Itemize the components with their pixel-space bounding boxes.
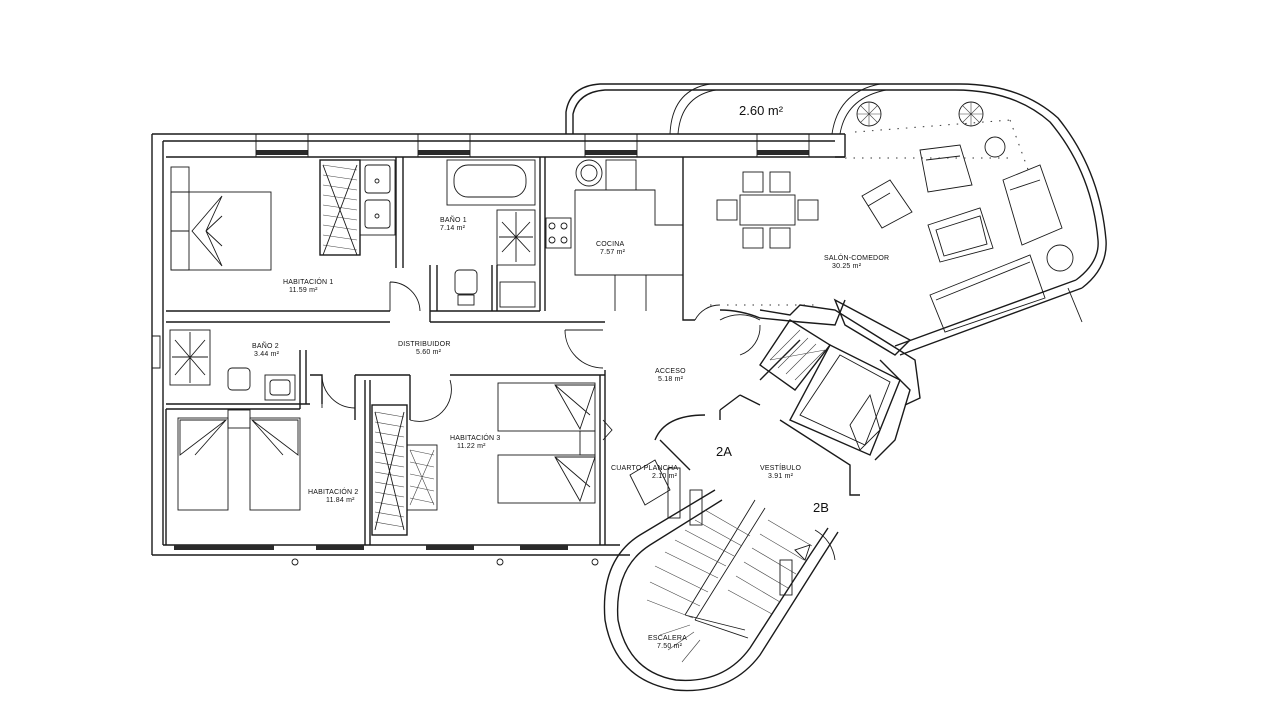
fixtures-cocina [545,159,683,311]
room-name-vestibulo: VESTÍBULO [760,463,801,472]
wardrobe-habitacion-1 [319,159,361,256]
room-name-bano-1: BAÑO 1 [440,215,467,224]
room-area-vestibulo: 3.91 m² [768,473,794,480]
room-area-habitacion-2: 11.84 m² [326,497,355,504]
wardrobe-habitacion-2-3 [371,404,438,536]
room-name-salon-comedor: SALÓN-COMEDOR [824,253,889,262]
room-name-habitacion-2: HABITACIÓN 2 [308,487,359,496]
terrace-area-label: 2.60 m² [739,103,784,118]
marker-2b: 2B [813,500,829,515]
beds-habitacion-3 [497,382,596,504]
room-area-habitacion-1: 11.59 m² [289,287,318,294]
bottom-windows [174,545,599,566]
room-area-escalera: 7.50 m² [657,643,683,650]
elevator-lobby [759,298,912,456]
room-area-acceso: 5.18 m² [658,376,684,383]
room-area-bano-2: 3.44 m² [254,351,280,358]
room-area-bano-1: 7.14 m² [440,225,466,232]
room-area-cuarto-plancha: 2.10 m² [652,473,678,480]
top-windows [255,134,810,157]
room-name-bano-2: BAÑO 2 [252,341,279,350]
fixtures-cuarto-plancha [629,459,703,526]
interior-walls [165,157,921,545]
room-name-acceso: ACCESO [655,368,686,375]
dining-set [716,171,819,249]
room-name-cocina: COCINA [596,241,625,248]
room-labels: 2.60 m² 2A 2B HABITACIÓN 1 11.59 m² BAÑO… [252,103,889,650]
room-name-habitacion-1: HABITACIÓN 1 [283,277,334,286]
fixtures-bano-1 [359,159,536,308]
room-name-habitacion-3: HABITACIÓN 3 [450,433,501,442]
room-name-distribuidor: DISTRIBUIDOR [398,341,451,348]
marker-2a: 2A [716,444,732,459]
living-set [710,101,1074,333]
door-swings [321,281,761,441]
staircase [603,489,839,692]
room-name-escalera: ESCALERA [648,635,687,642]
room-area-habitacion-3: 11.22 m² [457,443,486,450]
room-area-distribuidor: 5.60 m² [416,349,442,356]
beds-habitacion-2 [177,409,301,511]
room-area-salon-comedor: 30.25 m² [832,263,862,270]
bed-habitacion-1 [170,166,272,271]
room-name-cuarto-plancha: CUARTO PLANCHA [611,465,678,472]
fixtures-bano-2 [169,329,296,401]
room-area-cocina: 7.57 m² [600,249,626,256]
